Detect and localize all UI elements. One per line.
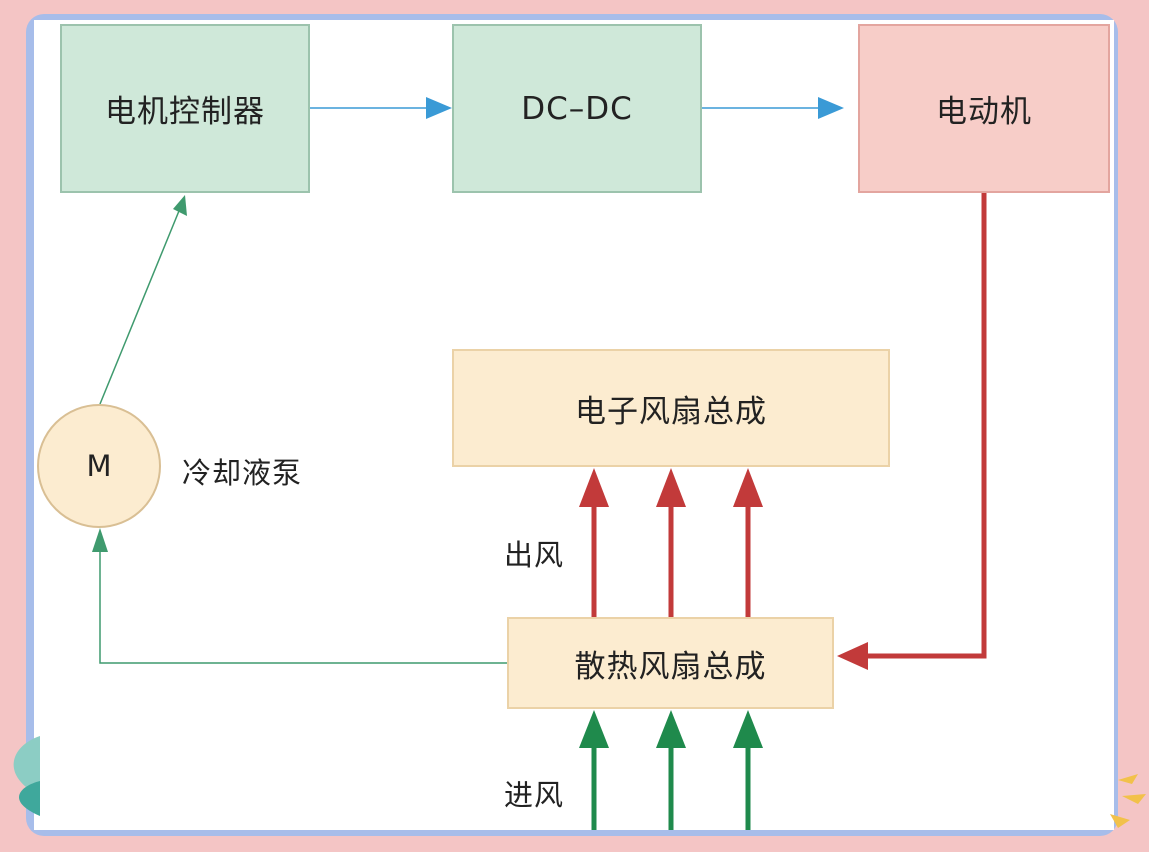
arrow-motor-to-cooling-fan — [866, 193, 987, 659]
air-in-label: 进风 — [504, 778, 565, 812]
pump-symbol: M — [86, 449, 112, 483]
air-out-arrows — [579, 468, 763, 617]
air-out-label: 出风 — [504, 538, 565, 572]
coolant-pump-label: 冷却液泵 — [182, 456, 303, 490]
motor-label: 电动机 — [936, 94, 1032, 130]
air-in-arrows — [579, 710, 763, 830]
cooling-fan-label: 散热风扇总成 — [574, 648, 767, 685]
arrow-cooling-fan-to-pump — [99, 535, 507, 664]
decor-leaf-left — [13, 736, 40, 816]
electronic-fan-box: 电子风扇总成 — [452, 349, 890, 467]
coolant-pump-circle: M — [37, 404, 161, 528]
diagram-canvas: 电机控制器 DC–DC 电动机 电子风扇总成 散热风扇总成 M 冷却液泵 出风 … — [34, 20, 1114, 830]
motor-controller-label: 电机控制器 — [105, 94, 265, 130]
arrow-pump-to-controller — [99, 205, 182, 405]
cooling-fan-box: 散热风扇总成 — [507, 617, 834, 709]
dcdc-box: DC–DC — [452, 24, 702, 193]
motor-controller-box: 电机控制器 — [60, 24, 310, 193]
motor-box: 电动机 — [858, 24, 1110, 193]
dcdc-label: DC–DC — [521, 90, 633, 127]
decor-sunburst-right — [1110, 774, 1146, 828]
connections-layer — [92, 97, 987, 830]
electronic-fan-label: 电子风扇总成 — [575, 393, 767, 430]
